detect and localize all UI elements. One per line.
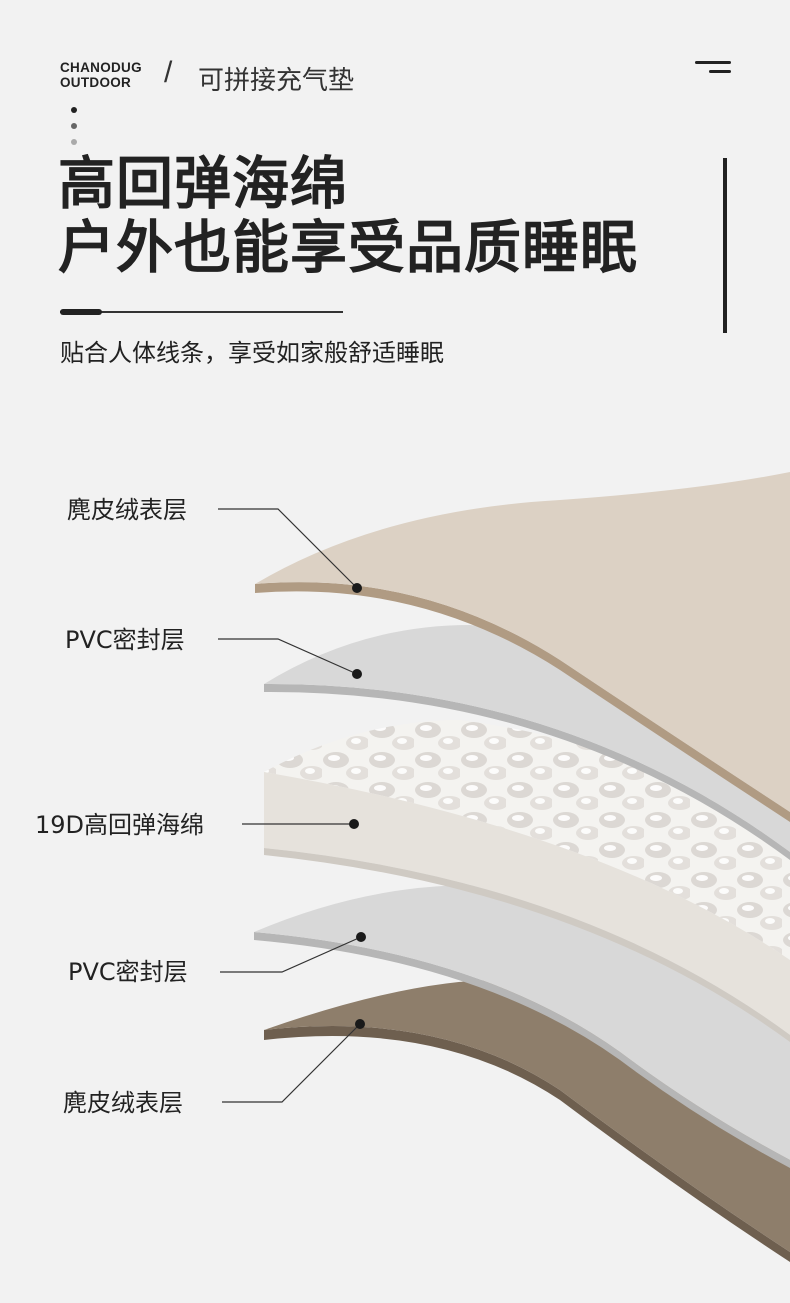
page-title: 高回弹海绵 户外也能享受品质睡眠 <box>58 152 638 280</box>
headline-line-1: 高回弹海绵 <box>58 151 348 217</box>
header-separator: / <box>164 56 173 89</box>
decorative-dots <box>71 107 77 155</box>
divider-accent <box>60 309 102 315</box>
tagline: 贴合人体线条，享受如家般舒适睡眠 <box>60 339 444 367</box>
label-suede-bottom: 麂皮绒表层 <box>63 1089 183 1117</box>
decorative-vertical-bar <box>723 158 727 333</box>
callout-lines <box>218 508 362 1103</box>
brand-line-1: CHANODUG <box>60 60 142 75</box>
callout-dots <box>349 583 366 1029</box>
divider-line <box>60 311 343 313</box>
layer-foam <box>264 720 790 1042</box>
headline-line-2: 户外也能享受品质睡眠 <box>58 215 638 281</box>
label-pvc-bottom: PVC密封层 <box>68 958 188 986</box>
label-foam: 19D高回弹海绵 <box>35 811 205 839</box>
label-pvc-top: PVC密封层 <box>65 626 185 654</box>
brand-logo: CHANODUG OUTDOOR <box>60 60 142 90</box>
label-suede-top: 麂皮绒表层 <box>67 496 187 524</box>
layer-suede-top <box>255 472 790 822</box>
brand-line-2: OUTDOOR <box>60 75 132 90</box>
product-subtitle: 可拼接充气垫 <box>198 66 355 96</box>
menu-icon[interactable] <box>695 61 731 75</box>
